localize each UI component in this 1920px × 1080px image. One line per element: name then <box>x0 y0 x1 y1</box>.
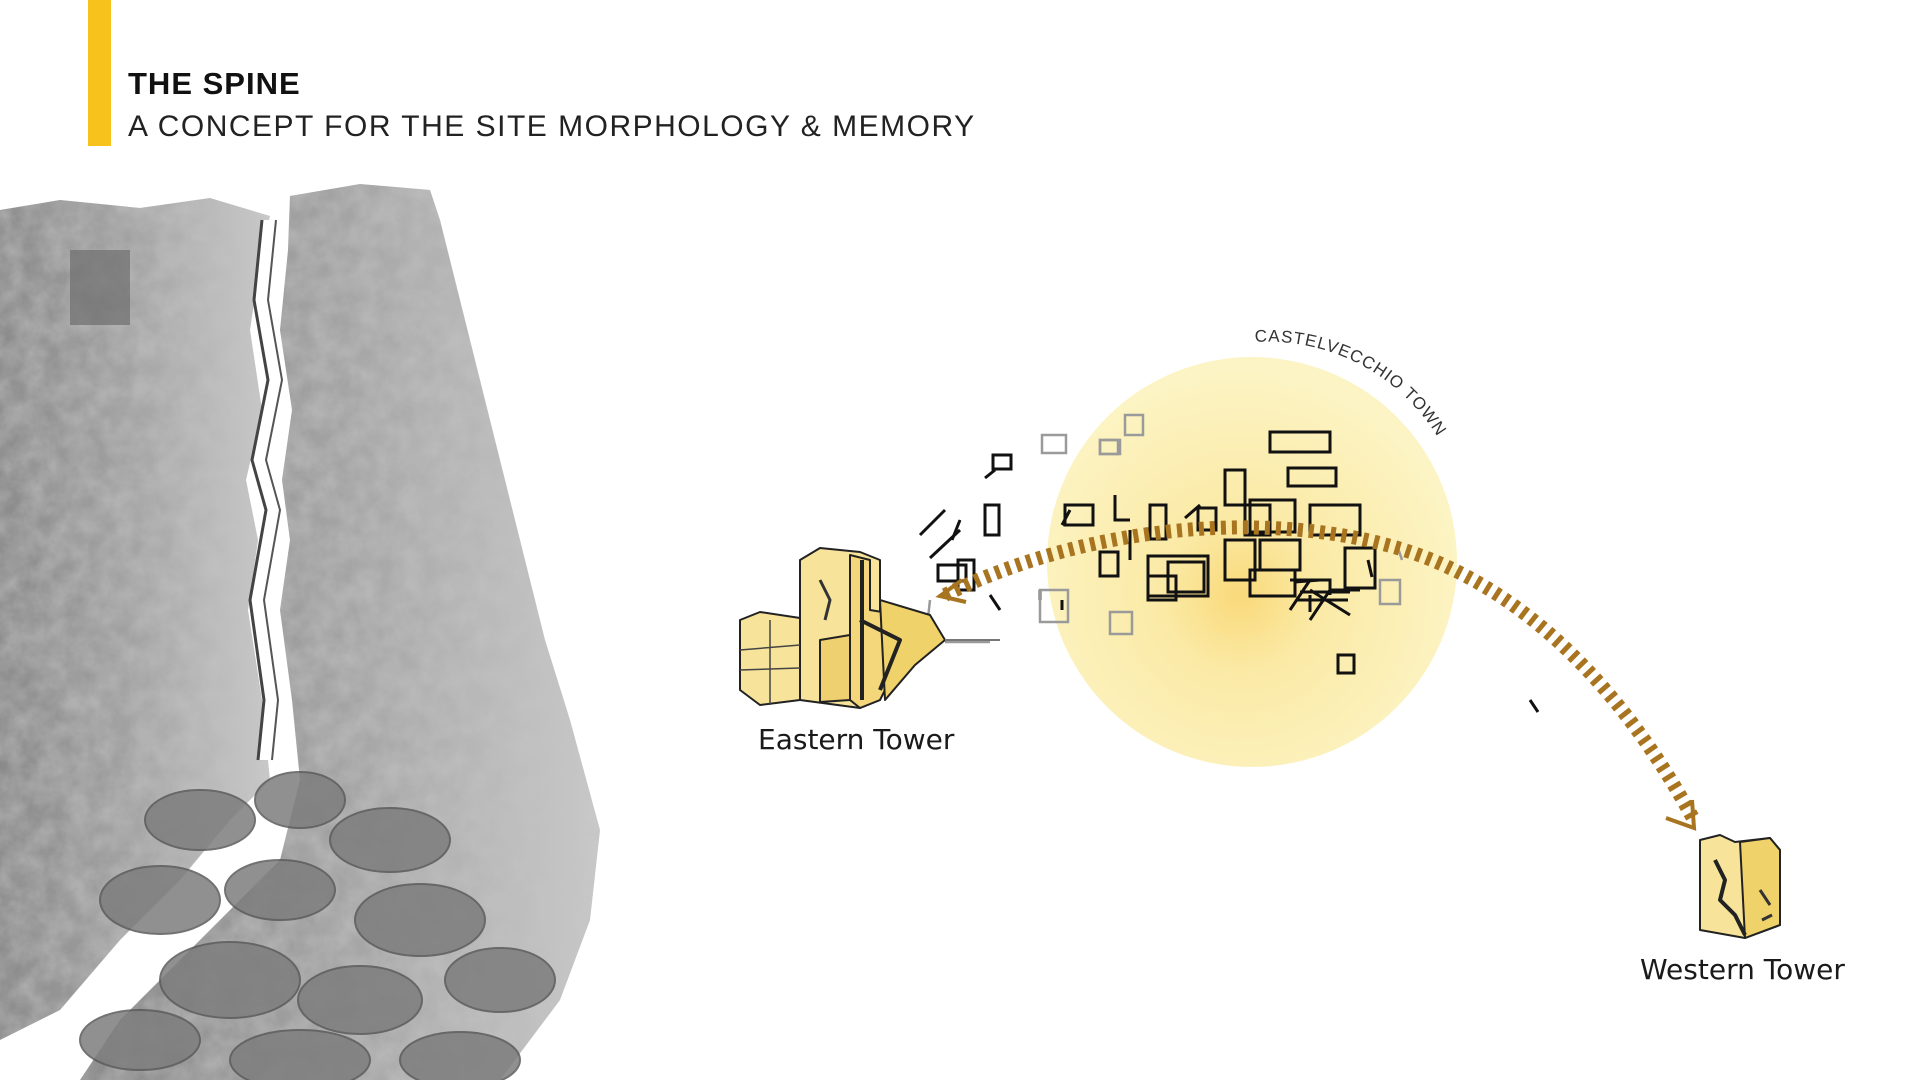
page-title: THE SPINE <box>128 66 301 101</box>
town-building-footprints <box>918 430 1540 713</box>
spine-arrow <box>941 520 1702 826</box>
arrowhead-west <box>1665 799 1697 831</box>
western-tower-label: Western Tower <box>1640 953 1845 986</box>
arrowhead-east <box>935 578 967 604</box>
eastern-tower-label: Eastern Tower <box>758 723 955 756</box>
accent-bar <box>88 0 111 146</box>
town-glow-circle <box>1047 357 1457 767</box>
page-subtitle: A CONCEPT FOR THE SITE MORPHOLOGY & MEMO… <box>128 110 976 143</box>
western-tower-icon <box>1699 834 1781 939</box>
eastern-tower-icon <box>739 547 1000 709</box>
ruined-wall-photo <box>0 184 600 1080</box>
